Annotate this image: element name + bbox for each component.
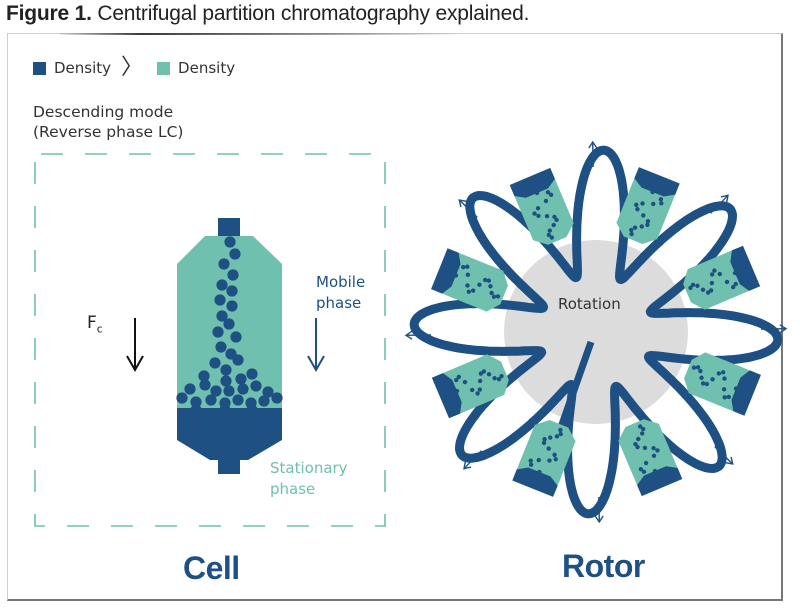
rotor-cell <box>509 167 574 245</box>
rotor-cell <box>684 352 761 416</box>
droplet <box>271 392 283 404</box>
droplet <box>218 258 230 270</box>
mode-line-1: Descending mode <box>33 103 174 121</box>
droplet <box>205 394 217 406</box>
legend-swatch-dark <box>33 61 46 75</box>
frame-top-shadow <box>60 33 460 35</box>
droplet <box>209 357 221 369</box>
droplet <box>246 404 258 416</box>
droplet <box>214 294 226 306</box>
droplet <box>230 331 242 343</box>
droplet <box>176 392 188 404</box>
droplet <box>227 269 239 281</box>
mobile-phase-label: Mobile phase <box>316 273 366 312</box>
droplet <box>219 404 231 416</box>
droplet <box>184 383 196 395</box>
rotor-cells <box>431 167 761 497</box>
mode-label: Descending mode (Reverse phase LC) <box>33 102 183 142</box>
mode-line-2: (Reverse phase LC) <box>33 123 184 141</box>
motion-arrow <box>760 324 788 334</box>
rotor-hub <box>504 240 688 424</box>
droplet <box>235 373 247 385</box>
cell-dashed-box <box>34 153 386 527</box>
droplet <box>190 404 202 416</box>
legend-swatch-light <box>157 61 171 75</box>
rotor-cell <box>512 420 576 497</box>
cell-column <box>176 218 283 474</box>
droplet <box>226 285 238 297</box>
rotor-cell <box>431 248 508 312</box>
motion-arrow <box>594 496 604 524</box>
mobile-phase-arrow <box>307 318 325 373</box>
rotor-motion-arrows <box>404 140 788 524</box>
droplet <box>246 368 258 380</box>
centrifugal-force-arrow <box>126 318 144 373</box>
droplet <box>232 354 244 366</box>
legend-label-light: Density <box>178 59 236 77</box>
droplet <box>210 385 222 397</box>
droplet <box>226 300 238 312</box>
motion-arrow <box>463 450 482 470</box>
droplet <box>258 395 270 407</box>
legend: Density 〉 Density <box>33 57 235 79</box>
figure-caption: Figure 1. Centrifugal partition chromato… <box>6 2 529 26</box>
droplet <box>212 326 224 338</box>
droplet <box>198 370 210 382</box>
droplet <box>223 318 235 330</box>
cell-title: Cell <box>183 550 240 586</box>
droplet <box>237 383 249 395</box>
droplet <box>216 279 228 291</box>
droplet <box>190 396 202 408</box>
droplet <box>215 341 227 353</box>
droplet <box>229 248 241 260</box>
rotor-cell <box>683 245 761 310</box>
droplet <box>232 394 244 406</box>
motion-arrow <box>714 446 734 465</box>
motion-arrow <box>458 199 478 218</box>
rotor-cell <box>431 354 509 419</box>
figure-number: Figure 1. <box>6 2 92 25</box>
droplet <box>250 380 262 392</box>
rotor <box>404 140 788 524</box>
rotor-cell <box>618 419 683 497</box>
droplet <box>262 386 274 398</box>
rotor-cell <box>616 167 680 244</box>
cell-bottom-port <box>218 458 240 474</box>
greater-than-icon: 〉 <box>121 55 144 80</box>
figure-title: Centrifugal partition chromatography exp… <box>97 2 530 25</box>
rotation-label: Rotation <box>558 295 621 313</box>
cell-droplets <box>176 236 283 416</box>
stationary-phase-label: Stationary phase <box>270 459 348 498</box>
legend-label-dark: Density <box>54 59 112 77</box>
droplet <box>223 385 235 397</box>
droplet <box>220 375 232 387</box>
droplet <box>224 236 236 248</box>
droplet <box>199 379 211 391</box>
motion-arrow <box>588 140 598 168</box>
cell-top-port <box>218 218 240 236</box>
force-label: Fc <box>87 313 103 336</box>
rotor-tube <box>409 145 783 519</box>
cell-stationary-region <box>177 408 282 460</box>
droplet <box>220 364 232 376</box>
motion-arrow <box>404 330 432 340</box>
droplet <box>216 310 228 322</box>
rotor-title: Rotor <box>562 548 645 584</box>
motion-arrow <box>710 194 729 214</box>
